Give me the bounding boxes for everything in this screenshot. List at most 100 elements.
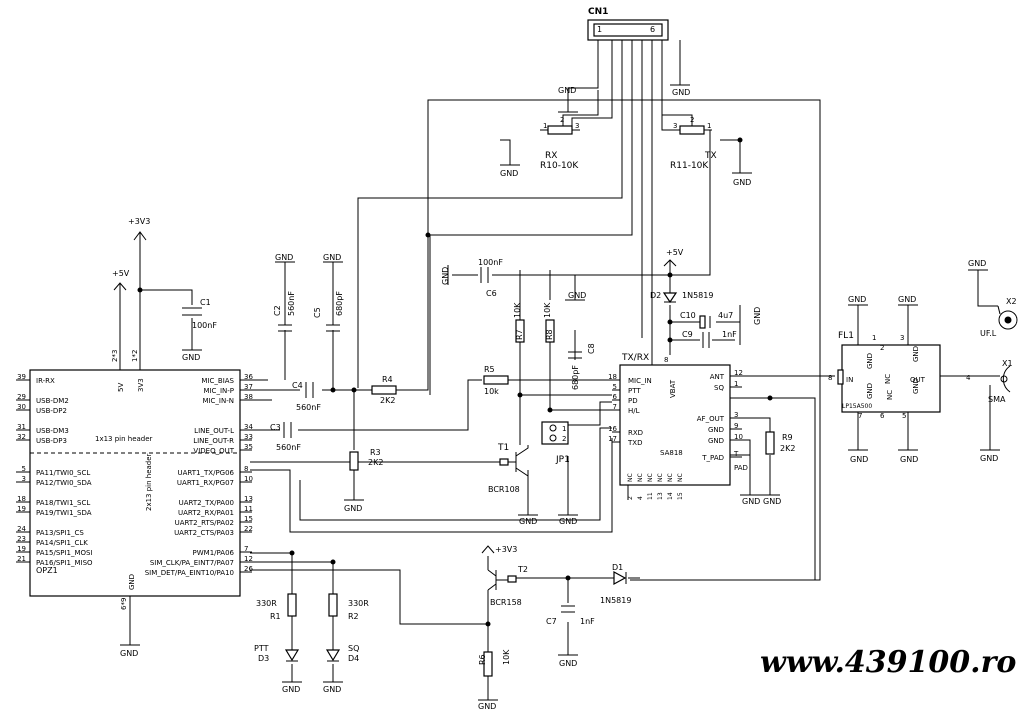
opz-right-pin-name: UART1_TX/PG06: [178, 469, 235, 477]
opz-left-pin-name: USB-DP2: [36, 407, 67, 415]
svg-text:SMA: SMA: [988, 395, 1006, 404]
opz-left-pin-num: 5: [22, 465, 26, 473]
connector-x1: X1 SMA: [988, 359, 1013, 404]
res-r4: R4 2K2: [371, 375, 397, 405]
sa818-title: TX/RX: [621, 353, 649, 363]
svg-text:TX: TX: [704, 151, 717, 161]
res-r8: R8 10K: [543, 302, 555, 343]
sa-left-pin-name: PD: [628, 397, 638, 405]
svg-text:+5V: +5V: [666, 248, 684, 257]
svg-text:GND: GND: [323, 253, 341, 262]
svg-text:330R: 330R: [256, 599, 277, 608]
svg-text:T1: T1: [497, 443, 509, 453]
opz-right-pin-name: SIM_CLK/PA_EINT7/PA07: [150, 559, 234, 567]
svg-text:13: 13: [657, 492, 664, 500]
svg-text:NC: NC: [657, 473, 664, 482]
svg-text:C6: C6: [486, 289, 497, 298]
cap-c4: C4 560nF: [292, 381, 321, 412]
opz-left-pin-num: 19: [17, 545, 26, 553]
sa-top-pin-num: 8: [664, 356, 668, 364]
res-r5: R5 10k: [483, 365, 509, 396]
svg-text:RX: RX: [545, 151, 557, 161]
opz-right-pin-num: 7: [244, 545, 248, 553]
svg-text:LP15A500: LP15A500: [842, 403, 872, 410]
svg-text:R4: R4: [382, 375, 393, 384]
gnd-c10: GND: [739, 305, 762, 345]
svg-text:C8: C8: [587, 343, 596, 354]
opz-right-pin-num: 8: [244, 465, 248, 473]
cap-c5: C5 680pF: [313, 262, 344, 332]
svg-text:2: 2: [560, 116, 564, 124]
sa-right-pin-name: GND: [708, 437, 724, 445]
gnd-cn1-a: GND: [558, 86, 578, 113]
svg-text:R11-10K: R11-10K: [670, 161, 709, 171]
opz-right-pin-name: UART2_RX/PA01: [178, 509, 234, 517]
svg-text:C9: C9: [682, 330, 693, 339]
cn1-label: CN1: [588, 7, 608, 17]
gnd-fl-7: GND: [848, 449, 868, 464]
res-r7: R7 10K: [513, 302, 525, 343]
cap-c7: C7 1nF: [546, 605, 595, 626]
svg-text:6: 6: [880, 412, 885, 420]
res-r3: R3 2K2: [349, 448, 383, 471]
svg-text:1: 1: [562, 425, 566, 433]
res-r6: R6 10K: [478, 649, 511, 677]
svg-text:GND: GND: [672, 88, 690, 97]
sa-right-pin-name: T_PAD: [701, 454, 724, 462]
opz-left-pin-num: 23: [17, 535, 26, 543]
jumper-jp1: 1 2 JP1: [541, 421, 570, 465]
cn1-pin6: 6: [650, 25, 655, 34]
opz-right-pin-name: SIM_DET/PA_EINT10/PA10: [145, 569, 234, 577]
svg-text:+3V3: +3V3: [128, 217, 150, 226]
opz-right-pin-num: 11: [244, 505, 253, 513]
opz-right-pin-name: LINE_OUT-L: [194, 427, 234, 435]
svg-text:1: 1: [707, 122, 711, 130]
sa-right-pin-name: GND: [708, 426, 724, 434]
res-r2: 330R R2: [328, 593, 369, 621]
sa-pad-label: PAD: [734, 464, 748, 472]
svg-text:1: 1: [543, 122, 547, 130]
svg-text:330R: 330R: [348, 599, 369, 608]
svg-text:R10-10K: R10-10K: [540, 161, 579, 171]
svg-text:C1: C1: [200, 298, 211, 307]
svg-text:2K2: 2K2: [368, 458, 383, 467]
sa-left-pin-name: H/L: [628, 407, 640, 415]
gnd-tx: GND: [732, 172, 752, 187]
sa-left-pin-num: 16: [608, 425, 617, 433]
svg-text:GND: GND: [559, 517, 577, 526]
opz-left-pin-name: PA16/SPI1_MISO: [36, 559, 93, 567]
svg-text:GND: GND: [866, 353, 874, 369]
svg-text:GND: GND: [500, 169, 518, 178]
svg-text:FL1: FL1: [838, 331, 854, 341]
svg-text:1: 1: [872, 334, 876, 342]
opz-left-pin-name: USB-DM2: [36, 397, 69, 405]
led-d3: PTT D3: [254, 644, 300, 663]
sa-left-pin-name: TXD: [627, 439, 642, 447]
svg-text:GND: GND: [968, 259, 986, 268]
junctions: [137, 137, 773, 627]
svg-text:680pF: 680pF: [571, 365, 580, 390]
svg-text:C3: C3: [270, 423, 281, 432]
opz-left-pin-name: PA14/SPI1_CLK: [36, 539, 88, 547]
sa-right-pin-name: ANT: [710, 373, 725, 381]
opz-right-pin-num: 15: [244, 515, 253, 523]
svg-text:1N5819: 1N5819: [600, 596, 631, 605]
svg-text:GND: GND: [980, 454, 998, 463]
capacitors: C1 100nF C2 560nF C5 680pF C4 560nF C3: [182, 258, 737, 626]
opz-left-pin-num: 24: [17, 525, 26, 533]
svg-text:GND: GND: [912, 346, 920, 362]
opz-left-pin-num: 32: [17, 433, 26, 441]
sa-left-pin-name: MIC_IN: [628, 377, 652, 385]
svg-text:10K: 10K: [502, 649, 511, 665]
svg-text:GND: GND: [912, 378, 920, 394]
opz-right-pin-num: 35: [244, 443, 253, 451]
svg-text:2: 2: [880, 344, 884, 352]
